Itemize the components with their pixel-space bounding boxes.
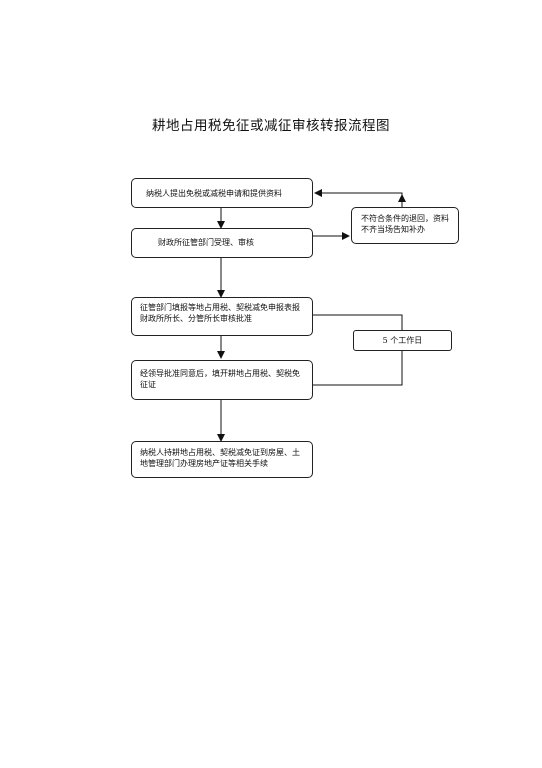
step-3-report-approval: 征管部门填报等地占用税、契税减免申报表报财政所所长、分管所长审核批准	[131, 297, 313, 336]
step-1-apply: 纳税人提出免税或减税申请和提供资料	[131, 178, 313, 208]
step-5-text: 纳税人持耕地占用税、契税减免证到房屋、土地管理部门办理房地产证等相关手续	[140, 448, 300, 468]
arrow-return-note-to-step1	[314, 189, 403, 207]
step-1-text: 纳税人提出免税或减税申请和提供资料	[146, 189, 282, 198]
time-limit-note: 5 个工作日	[353, 330, 452, 351]
step-2-text: 财政所征管部门受理、审核	[158, 238, 254, 247]
return-note: 不符合条件的退回，资料不齐当场告知补办	[351, 207, 459, 244]
step-3-text: 征管部门填报等地占用税、契税减免申报表报财政所所长、分管所长审核批准	[140, 303, 300, 323]
time-limit-text: 5 个工作日	[382, 336, 423, 345]
page-title: 耕地占用税免征或减征审核转报流程图	[152, 118, 390, 134]
step-2-accept-review: 财政所征管部门受理、审核	[131, 228, 313, 258]
step-4-issue-certificate: 经领导批准同意后，填开耕地占用税、契税免征证	[131, 360, 313, 400]
return-note-text: 不符合条件的退回，资料不齐当场告知补办	[361, 214, 449, 234]
step-5-register-property: 纳税人持耕地占用税、契税减免证到房屋、土地管理部门办理房地产证等相关手续	[131, 441, 313, 478]
step-4-text: 经领导批准同意后，填开耕地占用税、契税免征证	[140, 369, 300, 389]
